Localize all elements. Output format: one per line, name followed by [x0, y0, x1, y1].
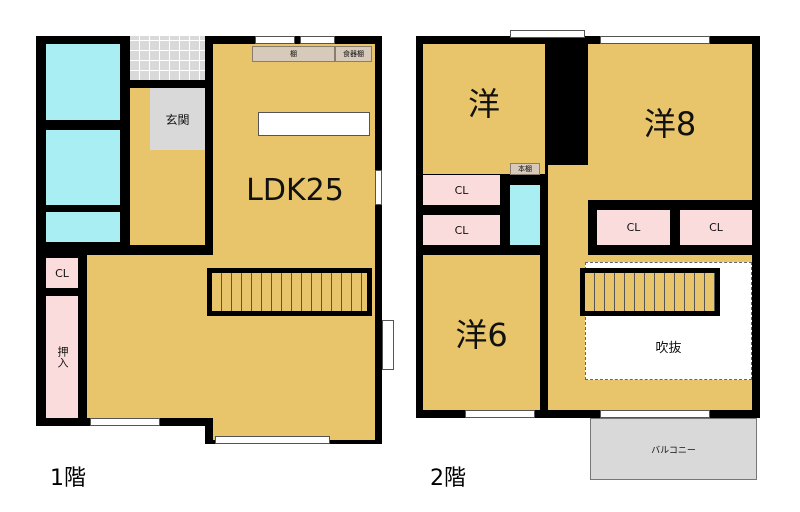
oshiire: 押入	[46, 296, 78, 418]
floor2-label: 2階	[430, 466, 466, 491]
floor1-plan: 玄関 棚 食器棚 LDK25 CL 押入 1階	[0, 0, 400, 491]
window	[90, 418, 160, 426]
western-room-6: 洋6	[423, 255, 540, 410]
entry-porch	[130, 36, 205, 80]
washroom	[46, 130, 120, 205]
window	[255, 36, 295, 44]
floor1-label: 1階	[50, 466, 86, 491]
bookshelf: 本棚	[510, 163, 540, 175]
closet: CL	[46, 258, 78, 288]
window	[215, 436, 330, 444]
entrance: 玄関	[150, 88, 205, 150]
cupboard: 食器棚	[335, 46, 372, 62]
bay-window	[382, 320, 394, 370]
window	[600, 36, 710, 44]
staircase	[580, 268, 720, 316]
closet: CL	[423, 175, 500, 205]
bathroom	[46, 44, 120, 120]
western-room-8: 洋8	[588, 44, 752, 200]
window	[600, 410, 710, 418]
toilet	[510, 185, 540, 245]
window	[375, 170, 382, 205]
kitchen-counter	[258, 112, 370, 136]
balcony: バルコニー	[590, 418, 757, 480]
western-room: 洋	[423, 44, 545, 160]
ldk-label: LDK25	[246, 172, 344, 208]
shelf: 棚	[252, 46, 335, 62]
closet: CL	[423, 215, 500, 245]
window	[465, 410, 535, 418]
staircase	[207, 268, 372, 316]
window	[300, 36, 335, 44]
closet: CL	[680, 210, 752, 245]
ldk	[213, 44, 375, 440]
window	[510, 30, 585, 38]
closet: CL	[597, 210, 670, 245]
toilet	[46, 212, 120, 242]
ldk-dining	[87, 255, 217, 418]
